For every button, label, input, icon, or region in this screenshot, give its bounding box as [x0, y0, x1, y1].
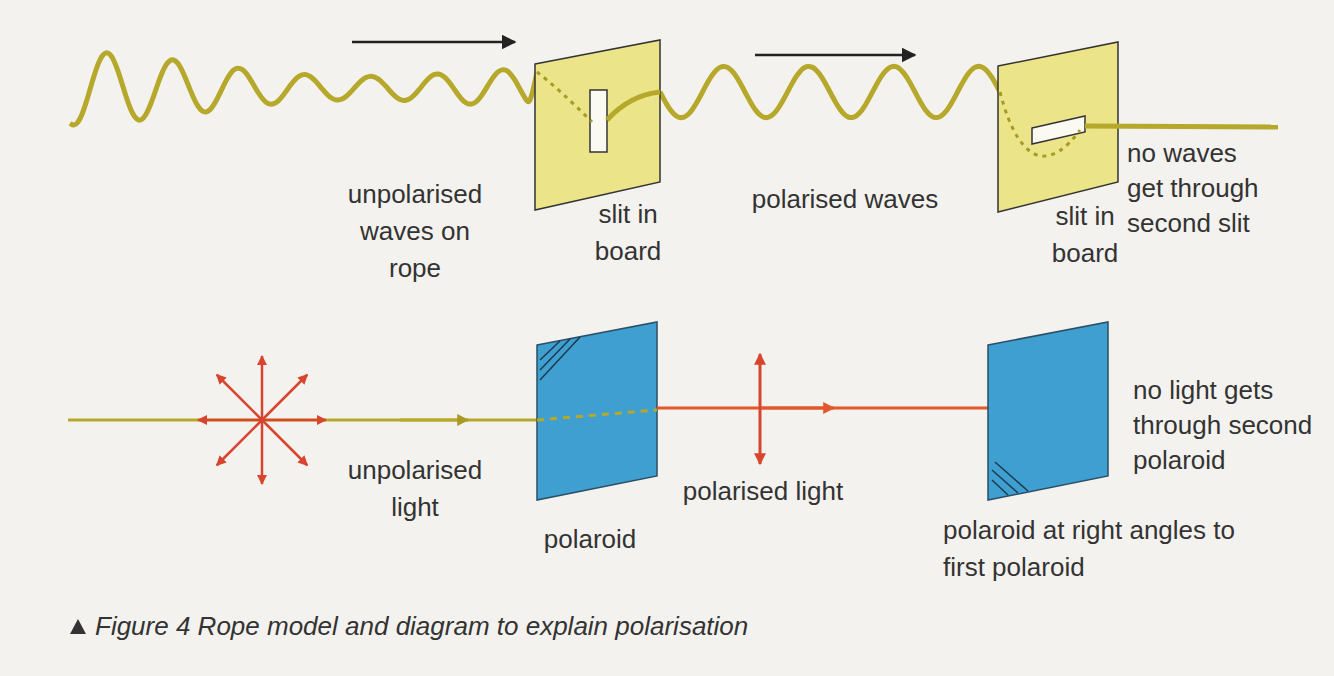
vibration-arrow	[262, 419, 326, 422]
direction-arrow	[755, 54, 915, 57]
label: unpolarised light	[335, 452, 495, 526]
polaroid-filter	[988, 322, 1108, 500]
note: no light gets through second polaroid	[1133, 373, 1328, 478]
vibration-arrow	[759, 354, 762, 408]
label: unpolarised waves on rope	[340, 176, 490, 287]
rope-behind-board	[537, 72, 592, 122]
vibration-arrow	[198, 419, 262, 422]
rope-behind-board	[1000, 92, 1080, 156]
rope	[607, 92, 660, 120]
note: no waves get through second slit	[1127, 136, 1275, 241]
light-ray	[68, 419, 537, 422]
direction-arrow	[352, 41, 515, 44]
ray-arrow	[400, 419, 468, 422]
label: polarised light	[653, 473, 873, 510]
unpolarised-vibrations	[198, 356, 326, 484]
vibration-arrow	[217, 375, 262, 420]
figure-caption: Figure 4 Rope model and diagram to expla…	[95, 610, 748, 642]
label: polarised waves	[715, 181, 975, 218]
part-label: polaroid at right angles to first polaro…	[943, 512, 1273, 586]
vibration-arrow	[759, 408, 762, 464]
part-label: polaroid	[520, 521, 660, 558]
polarised-ray	[657, 407, 988, 410]
vibration-arrow	[262, 420, 307, 465]
rope	[1085, 126, 1278, 127]
polaroid-filter	[537, 322, 657, 500]
horizontal-slit	[1032, 116, 1085, 144]
caption-marker	[70, 619, 86, 634]
ray-through-filter	[537, 410, 657, 420]
vibration-arrow	[217, 420, 262, 465]
part-label: slit in board	[568, 196, 688, 270]
unpolarised-rope	[70, 53, 537, 125]
board	[535, 40, 660, 210]
vibration-arrow	[262, 375, 307, 420]
vibration-arrow	[261, 356, 264, 420]
ray-arrow	[760, 407, 834, 410]
polarised-rope	[660, 66, 1000, 117]
vibration-arrow	[261, 420, 264, 484]
